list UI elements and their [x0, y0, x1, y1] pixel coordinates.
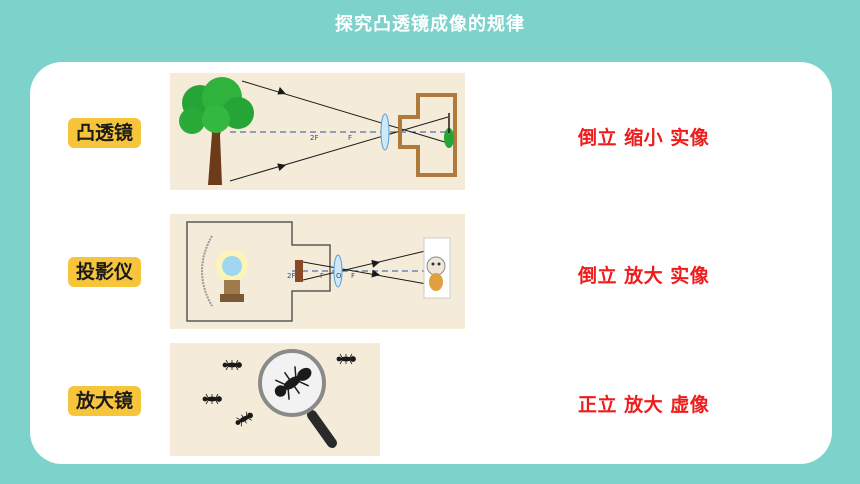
bulb-icon — [216, 250, 248, 302]
magnifier-diagram — [170, 343, 380, 456]
projector-box — [186, 221, 331, 322]
svg-text:O: O — [336, 272, 342, 280]
label-projector: 投影仪 — [68, 257, 142, 287]
reflector — [201, 235, 213, 307]
tree-icon — [179, 77, 254, 185]
slide — [295, 260, 303, 282]
camera-diagram: 2F F O — [170, 73, 465, 190]
ant-icon — [202, 393, 222, 405]
ant-icon — [235, 411, 253, 427]
result-projector: 倒立 放大 实像 — [578, 265, 710, 287]
label-f: F — [348, 134, 352, 142]
svg-text:2F: 2F — [287, 272, 295, 280]
projector-diagram: 2F F O F — [170, 214, 465, 329]
camera-box — [398, 93, 457, 177]
result-magnifier: 正立 放大 虚像 — [578, 394, 710, 416]
ant-icon — [336, 353, 356, 365]
magnifying-glass-icon — [258, 349, 337, 448]
lens-icon — [333, 254, 343, 288]
character-icon — [426, 256, 446, 291]
result-camera: 倒立 缩小 实像 — [578, 127, 710, 149]
svg-text:F: F — [351, 272, 355, 280]
label-2f: 2F — [310, 134, 318, 142]
ant-icon — [222, 359, 242, 371]
lens-icon — [380, 113, 390, 151]
small-image — [444, 128, 454, 148]
label-convex-lens: 凸透镜 — [68, 118, 142, 148]
label-magnifier: 放大镜 — [68, 386, 142, 416]
svg-text:F: F — [320, 272, 324, 280]
page-title: 探究凸透镜成像的规律 — [335, 14, 525, 35]
